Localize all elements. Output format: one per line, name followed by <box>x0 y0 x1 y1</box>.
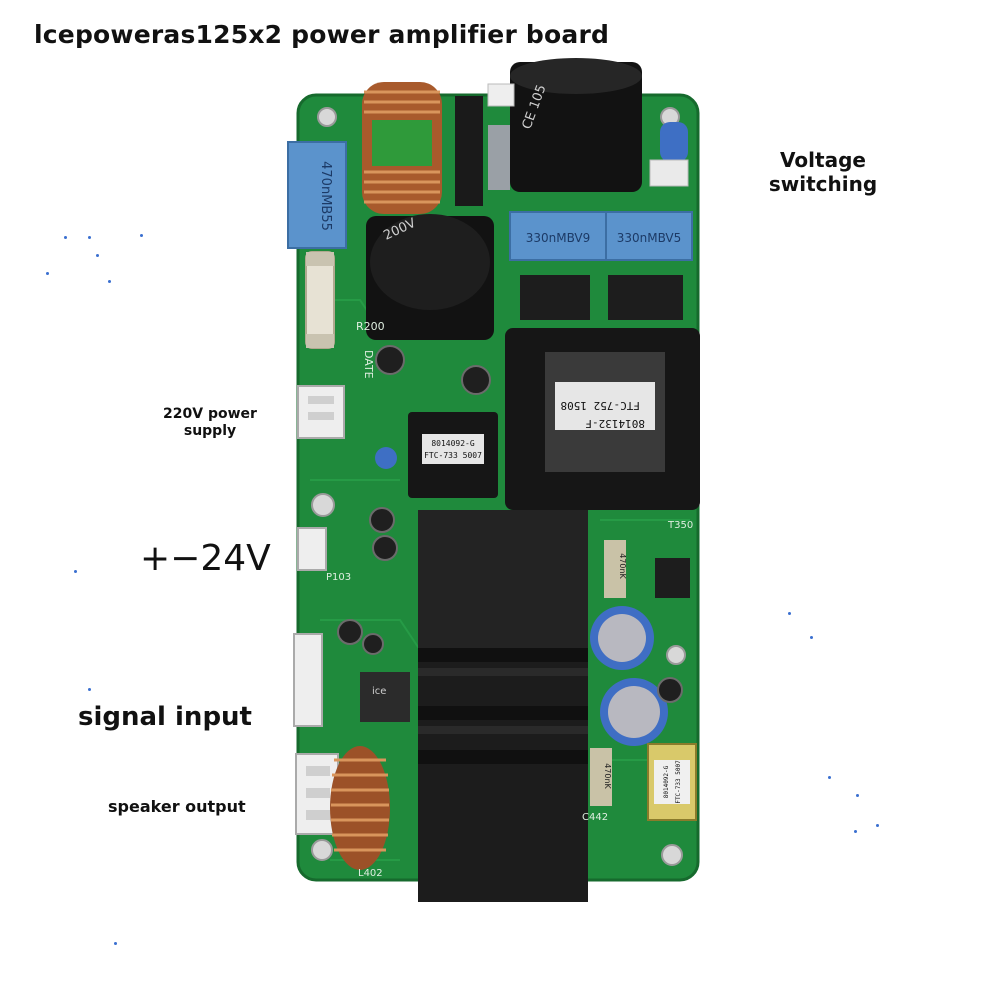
box-capacitor-330a: 330nMBV9 <box>509 211 607 261</box>
output-module-label-b: FTC-733 5007 <box>675 760 682 804</box>
decor-dot <box>856 794 859 797</box>
mosfet-a <box>520 275 590 320</box>
transformer-small-label-b: FTC-733 5007 <box>424 451 482 460</box>
decor-dot <box>114 942 117 945</box>
page-title: lcepoweras125x2 power amplifier board <box>34 20 610 49</box>
transformer-label-b: 8014132-F <box>585 417 645 430</box>
silk-date: DATE <box>362 350 375 379</box>
amplifier-chip: ice <box>360 672 410 722</box>
label-signal-input: signal input <box>78 702 252 732</box>
small-capacitors <box>337 345 491 655</box>
resistor-b <box>590 748 612 806</box>
electrolytic-capacitor-c1 <box>590 606 654 670</box>
decor-dot <box>64 236 67 239</box>
box-capacitor-330b-label: 330nMBV5 <box>617 231 682 245</box>
label-plus-minus-24v: +−24V <box>140 538 271 579</box>
transformer-small: 8014092-G FTC-733 5007 <box>408 412 498 498</box>
decor-dot <box>88 236 91 239</box>
output-module-label-a: 8014092-G <box>663 765 670 798</box>
toroid-coil-top <box>362 82 442 214</box>
box-capacitor-330a-label: 330nMBV9 <box>526 231 591 245</box>
box-capacitor-470: 470nMB55 <box>287 141 347 249</box>
decor-dot <box>828 776 831 779</box>
resistor-a-label: 470nK <box>618 553 627 579</box>
decor-dot <box>96 254 99 257</box>
top-connector <box>487 83 515 107</box>
decor-dot <box>788 612 791 615</box>
decor-dot <box>108 280 111 283</box>
connector-24v <box>297 527 327 571</box>
decor-dot <box>810 636 813 639</box>
resistor-a <box>604 540 626 598</box>
mosfet-b <box>608 275 683 320</box>
blue-ceramic-capacitor <box>375 447 397 469</box>
silk-l402: L402 <box>358 868 383 879</box>
mounting-holes <box>311 107 686 866</box>
resistor-b-label: 470nK <box>603 763 612 789</box>
decor-dot <box>74 570 77 573</box>
label-voltage-switching: Voltage switching <box>768 148 878 196</box>
amplifier-chip-label: ice <box>372 686 386 697</box>
transformer-label-a: FTC-752 1508 <box>561 399 640 412</box>
black-inductor <box>455 96 483 206</box>
label-speaker-output: speaker output <box>108 797 246 816</box>
silk-t350: T350 <box>667 520 693 531</box>
heatsink <box>418 510 588 902</box>
electrolytic-capacitor-middle: 200V <box>366 214 494 340</box>
decor-dot <box>88 688 91 691</box>
decor-dot <box>46 272 49 275</box>
mosfet-c <box>655 558 690 598</box>
output-module: 8014092-G FTC-733 5007 <box>647 743 697 821</box>
silk-p103: P103 <box>326 572 351 583</box>
fuse <box>305 251 335 349</box>
voltage-switch <box>660 122 688 162</box>
decor-dot <box>140 234 143 237</box>
decor-dot <box>854 830 857 833</box>
connector-220v <box>297 385 345 439</box>
label-220v-power-supply: 220V power supply <box>163 406 257 439</box>
connector-signal-input <box>293 633 323 727</box>
electrolytic-capacitor-c2 <box>600 678 668 746</box>
silk-r200: R200 <box>356 320 385 333</box>
toroid-coil-bottom <box>330 746 390 870</box>
box-capacitor-470-label: 470nMB55 <box>318 161 333 231</box>
transformer-main: FTC-752 1508 8014132-F <box>505 328 700 510</box>
box-capacitor-330b: 330nMBV5 <box>605 211 693 261</box>
decor-dot <box>876 824 879 827</box>
electrolytic-capacitor-top: CE 105 <box>510 58 642 192</box>
silk-c442: C442 <box>582 812 608 823</box>
transformer-small-label-a: 8014092-G <box>431 439 475 448</box>
